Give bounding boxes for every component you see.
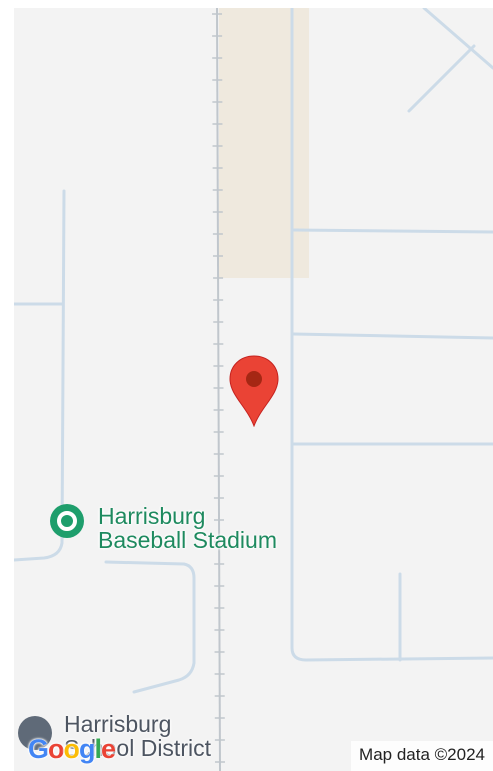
rail-line <box>216 8 221 771</box>
road-curve-south <box>104 560 196 694</box>
poi-stadium-line1: Harrisburg <box>98 503 206 529</box>
road-east-1 <box>292 228 493 234</box>
logo-letter: e <box>101 734 116 764</box>
map-canvas[interactable]: Harrisburg Baseball Stadium Harrisburg S… <box>14 8 493 771</box>
logo-letter: o <box>48 734 64 764</box>
road-west-vertical <box>14 189 66 562</box>
land-area <box>219 8 309 278</box>
poi-stadium[interactable]: Harrisburg Baseball Stadium <box>50 504 277 552</box>
school-place-icon[interactable] <box>18 716 52 750</box>
logo-letter: G <box>28 734 49 764</box>
road-east-2 <box>292 332 493 340</box>
road-diagonal-1 <box>422 8 493 70</box>
road-main-vertical <box>290 8 493 662</box>
logo-letter: g <box>79 734 95 764</box>
rail-ties <box>212 13 225 763</box>
logo-letter: o <box>63 734 80 764</box>
poi-school-line1: Harrisburg <box>64 711 172 737</box>
road-diagonal-2 <box>407 44 476 113</box>
road-network <box>14 8 493 771</box>
poi-school-line2: School District <box>64 735 211 761</box>
poi-stadium-line2: Baseball Stadium <box>98 527 277 553</box>
stadium-place-icon <box>50 504 84 538</box>
poi-stadium-label: Harrisburg Baseball Stadium <box>98 504 277 552</box>
map-pin-icon[interactable] <box>229 355 279 427</box>
logo-letter: l <box>94 734 102 764</box>
map-attribution[interactable]: Map data ©2024 <box>351 741 493 771</box>
poi-school-label[interactable]: Harrisburg School District <box>64 712 211 760</box>
google-logo: Google <box>28 734 116 765</box>
